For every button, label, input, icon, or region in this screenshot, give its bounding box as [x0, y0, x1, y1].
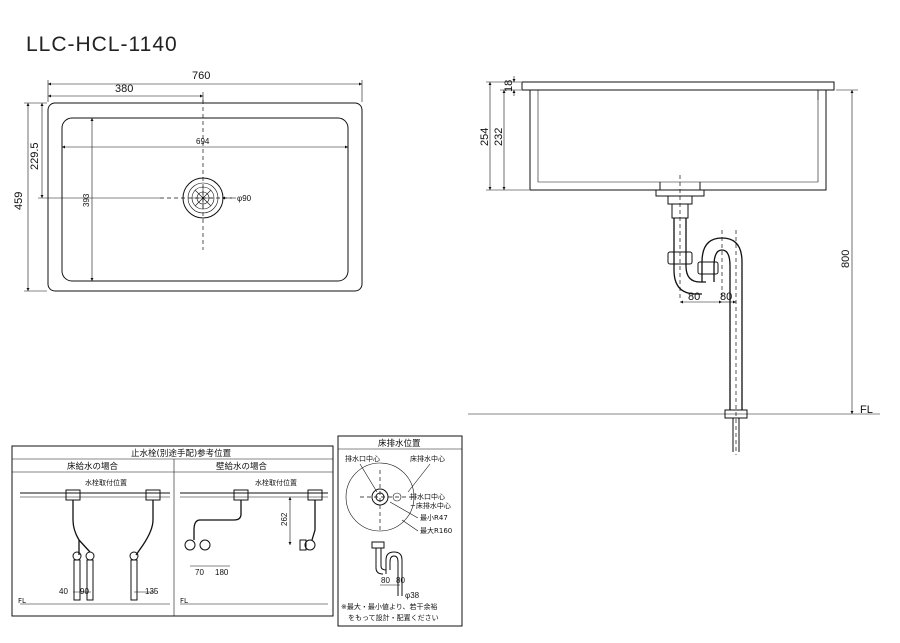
floor-supply-dim-a: 40 — [59, 587, 68, 596]
top-view: φ90 760 380 694 393 459 229.5 — [13, 70, 363, 292]
range-note-1: 排水口中心 — [410, 492, 445, 501]
wall-supply-fl: FL — [180, 597, 188, 605]
drain-dim-a: 80 — [381, 576, 390, 585]
floor-drain-socket — [732, 418, 740, 452]
sink-bowl-inner — [61, 117, 349, 282]
range-note-2: ~床排水中心 — [410, 501, 451, 510]
floor-label: FL — [860, 404, 873, 416]
dim-half-width: 380 — [115, 83, 133, 95]
dim-inner-width: 694 — [196, 137, 210, 146]
dim-bowl-depth: 232 — [493, 128, 505, 146]
max-radius-label: 最大R160 — [420, 526, 452, 535]
min-radius-label: 最小R47 — [420, 513, 448, 522]
sink-rim — [521, 81, 835, 91]
drain-panel: 床排水位置 排水口中心 床排水中心 排水口中心 ~床排水中心 最小R47 最大R… — [337, 435, 463, 627]
drain-dim-b: 80 — [396, 576, 405, 585]
floor-supply-heading: 床給水の場合 — [67, 461, 119, 472]
mini-trap — [385, 551, 403, 596]
trap-offset-1: 80 — [688, 291, 700, 303]
wall-supply-height: 262 — [280, 512, 289, 526]
dim-overall-depth: 459 — [13, 192, 25, 210]
floor-supply-dim-c: 135 — [145, 587, 159, 596]
wall-supply-dim-a: 70 — [195, 568, 204, 577]
sink-outline-outer — [47, 102, 363, 292]
floor-supply-fl: FL — [18, 597, 26, 605]
dim-height-to-floor: 800 — [840, 250, 852, 268]
drain-diameter-label: φ90 — [237, 194, 252, 203]
dim-drain-offset: 229.5 — [29, 142, 41, 170]
design-note-1: ※最大・最小値より、若干余裕 — [341, 602, 437, 611]
supply-panel: 止水栓(別途手配)参考位置 床給水の場合 壁給水の場合 水栓取付位置 FL 40… — [11, 445, 334, 617]
dim-inner-depth: 393 — [82, 193, 91, 207]
sink-bowl-side — [529, 90, 827, 191]
outlet-center-label: 排水口中心 — [345, 454, 380, 463]
drawing-title: LLC-HCL-1140 — [26, 33, 178, 56]
supply-panel-heading: 止水栓(別途手配)参考位置 — [131, 448, 232, 459]
design-note-2: をもって設計・配置ください — [348, 613, 439, 622]
drain-panel-heading: 床排水位置 — [378, 438, 421, 449]
max-radius-circle — [345, 462, 415, 532]
wall-supply-heading: 壁給水の場合 — [216, 461, 268, 472]
floor-faucet-pos: 水栓取付位置 — [85, 478, 127, 487]
trap-offset-2: 80 — [720, 291, 732, 303]
dim-total-height: 254 — [479, 128, 491, 146]
dim-rim: 18 — [503, 80, 515, 92]
pipe-diameter-label: φ38 — [405, 591, 420, 600]
side-view: FL 80 80 800 254 232 18 — [468, 76, 880, 455]
dim-overall-width: 760 — [192, 70, 210, 82]
floor-drain-center-label: 床排水中心 — [410, 454, 445, 463]
floor-supply-dim-b: 90 — [80, 587, 89, 596]
wall-supply-dim-b: 180 — [215, 568, 229, 577]
wall-faucet-pos: 水栓取付位置 — [255, 478, 297, 487]
